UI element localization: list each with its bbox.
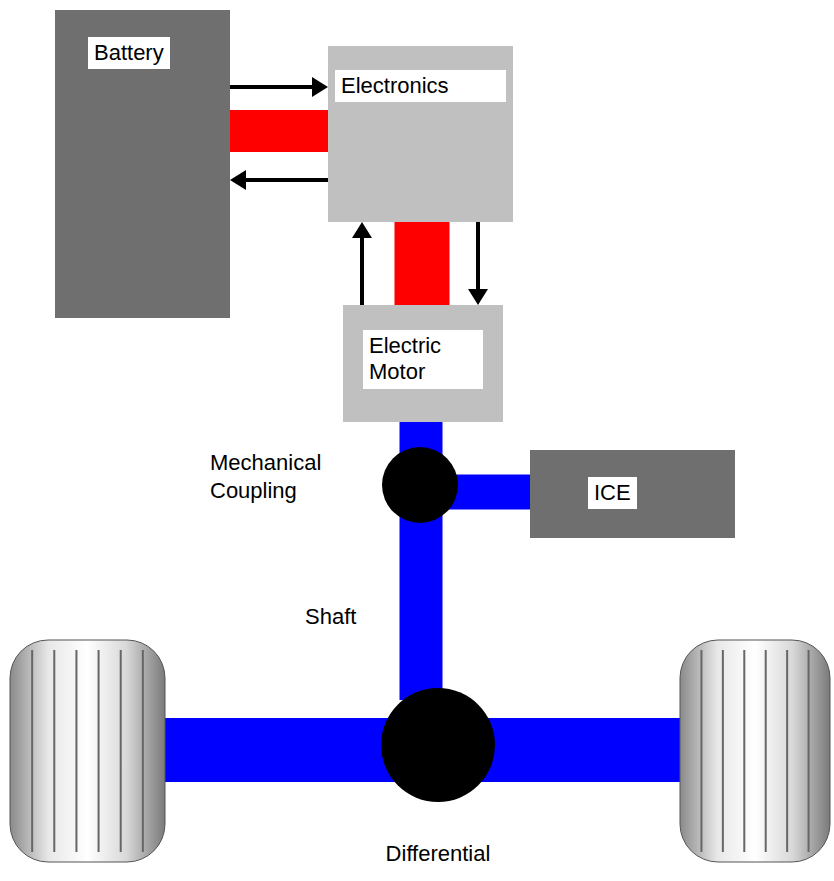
tire-groove [765,650,767,852]
part-label: Differential [386,840,491,868]
label-plate: Electric Motor [363,330,483,389]
tire-groove [142,650,144,852]
left-wheel [10,640,165,862]
flow-arrow [352,222,372,305]
circle-shape [381,688,495,802]
electronics-box: Electronics [328,46,513,222]
power-link [446,492,542,493]
part-label: Mechanical Coupling [210,449,360,504]
label-plate: Electronics [335,70,506,102]
tire-groove [722,650,724,852]
power-link [422,222,423,305]
tire-groove [75,650,77,852]
tire-groove [31,650,33,852]
circle-shape [382,447,458,523]
tire-groove [53,650,55,852]
flow-arrow [230,77,328,97]
tire-groove [808,650,810,852]
flow-arrow [468,222,488,305]
motor-box: Electric Motor [343,305,503,422]
tire-groove [98,650,100,852]
right-wheel [680,640,830,862]
tire-groove [743,650,745,852]
label-plate: ICE [588,477,637,509]
power-link [421,511,422,700]
differential-circle: Differential [381,688,495,802]
tire-groove [120,650,122,852]
flow-arrow [230,170,328,190]
tire-groove [786,650,788,852]
coupling-circle: Mechanical Coupling [382,447,458,523]
tire-groove [700,650,702,852]
ice-box: ICE [530,450,735,538]
shaft-label: Shaft [305,603,356,631]
power-link [230,131,328,132]
label-plate: Battery [88,37,170,69]
battery-box: Battery [55,10,230,318]
